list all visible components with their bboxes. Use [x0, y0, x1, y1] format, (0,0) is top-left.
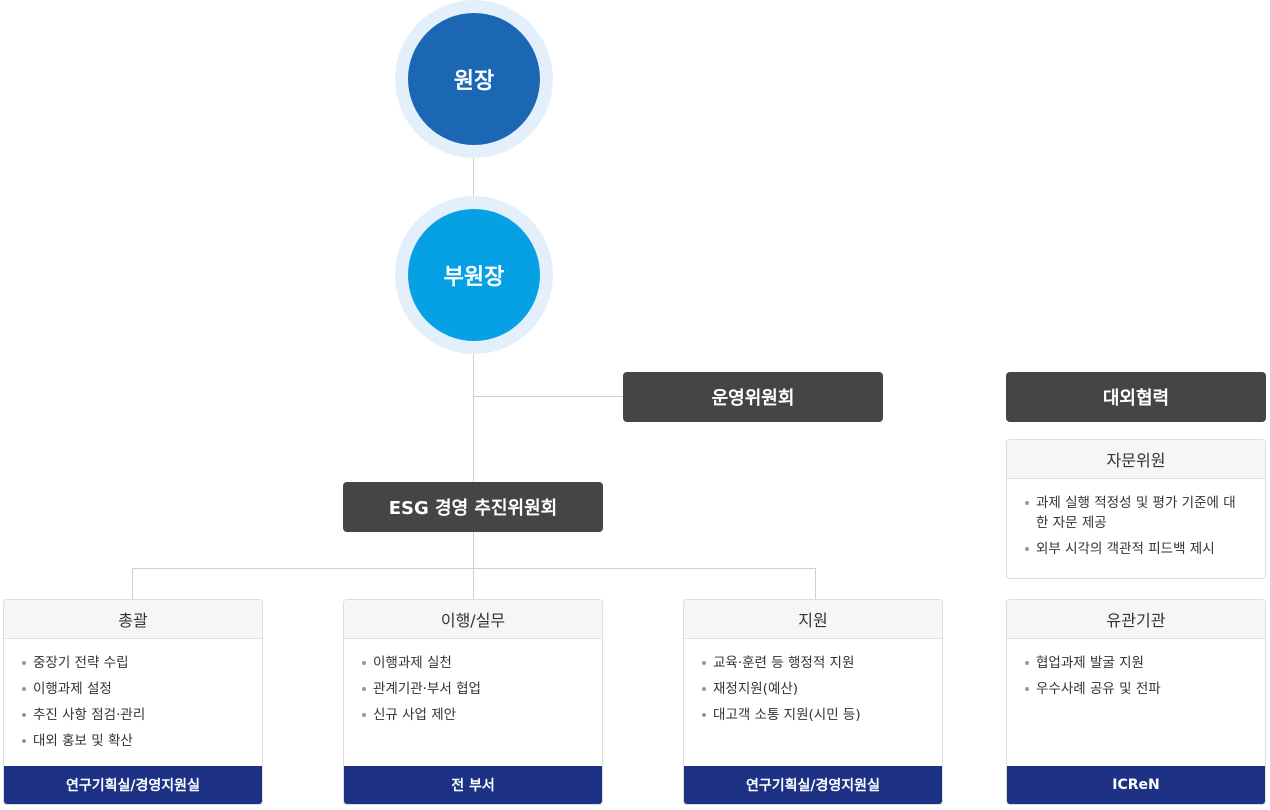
connector-left-drop	[132, 568, 133, 600]
connector-center-drop	[473, 568, 474, 600]
department-list: 협업과제 발굴 지원 우수사례 공유 및 전파	[1007, 639, 1265, 699]
steering-committee-label: 운영위원회	[711, 388, 795, 409]
department-card-title: 유관기관	[1007, 600, 1265, 639]
list-item: 외부 시각의 객관적 피드백 제시	[1025, 539, 1247, 559]
vice-director-node: 부원장	[395, 196, 553, 354]
department-card-support: 지원 교육·훈련 등 행정적 지원 재정지원(예산) 대고객 소통 지원(시민 …	[683, 599, 943, 805]
department-list: 교육·훈련 등 행정적 지원 재정지원(예산) 대고객 소통 지원(시민 등)	[684, 639, 942, 725]
director-label: 원장	[453, 69, 495, 94]
vice-director-circle: 부원장	[408, 209, 540, 341]
department-card-implementation: 이행/실무 이행과제 실천 관계기관·부서 협업 신규 사업 제안 전 부서	[343, 599, 603, 805]
department-card-title: 이행/실무	[344, 600, 602, 639]
department-card-related-agency: 유관기관 협업과제 발굴 지원 우수사례 공유 및 전파 ICReN	[1006, 599, 1266, 805]
list-item: 대외 홍보 및 확산	[22, 731, 244, 751]
list-item: 신규 사업 제안	[362, 705, 584, 725]
connector-steering	[473, 396, 623, 397]
list-item: 이행과제 설정	[22, 679, 244, 699]
list-item: 과제 실행 적정성 및 평가 기준에 대한 자문 제공	[1025, 493, 1247, 533]
external-cooperation-label: 대외협력	[1102, 388, 1170, 409]
department-owner-footer: ICReN	[1007, 766, 1265, 804]
department-owner-footer: 연구기획실/경영지원실	[684, 766, 942, 804]
department-owner-footer: 전 부서	[344, 766, 602, 804]
esg-committee-box: ESG 경영 추진위원회	[343, 482, 603, 532]
department-owner-footer: 연구기획실/경영지원실	[4, 766, 262, 804]
connector-right-drop	[815, 568, 816, 600]
external-cooperation-box: 대외협력	[1006, 372, 1266, 422]
list-item: 재정지원(예산)	[702, 679, 924, 699]
list-item: 관계기관·부서 협업	[362, 679, 584, 699]
connector-horizontal-departments	[132, 568, 816, 569]
advisory-card: 자문위원 과제 실행 적정성 및 평가 기준에 대한 자문 제공 외부 시각의 …	[1006, 439, 1266, 579]
vice-director-label: 부원장	[443, 265, 505, 290]
director-node: 원장	[395, 0, 553, 158]
advisory-card-title: 자문위원	[1007, 440, 1265, 479]
list-item: 대고객 소통 지원(시민 등)	[702, 705, 924, 725]
department-list: 이행과제 실천 관계기관·부서 협업 신규 사업 제안	[344, 639, 602, 725]
department-card-title: 지원	[684, 600, 942, 639]
department-card-title: 총괄	[4, 600, 262, 639]
steering-committee-box: 운영위원회	[623, 372, 883, 422]
advisory-list: 과제 실행 적정성 및 평가 기준에 대한 자문 제공 외부 시각의 객관적 피…	[1007, 479, 1265, 559]
list-item: 우수사례 공유 및 전파	[1025, 679, 1247, 699]
list-item: 교육·훈련 등 행정적 지원	[702, 653, 924, 673]
department-card-general: 총괄 중장기 전략 수립 이행과제 설정 추진 사항 점검·관리 대외 홍보 및…	[3, 599, 263, 805]
list-item: 추진 사항 점검·관리	[22, 705, 244, 725]
director-circle: 원장	[408, 13, 540, 145]
list-item: 이행과제 실천	[362, 653, 584, 673]
esg-committee-label: ESG 경영 추진위원회	[388, 498, 558, 519]
list-item: 협업과제 발굴 지원	[1025, 653, 1247, 673]
department-list: 중장기 전략 수립 이행과제 설정 추진 사항 점검·관리 대외 홍보 및 확산	[4, 639, 262, 751]
list-item: 중장기 전략 수립	[22, 653, 244, 673]
connector-vertical-main	[473, 150, 474, 568]
